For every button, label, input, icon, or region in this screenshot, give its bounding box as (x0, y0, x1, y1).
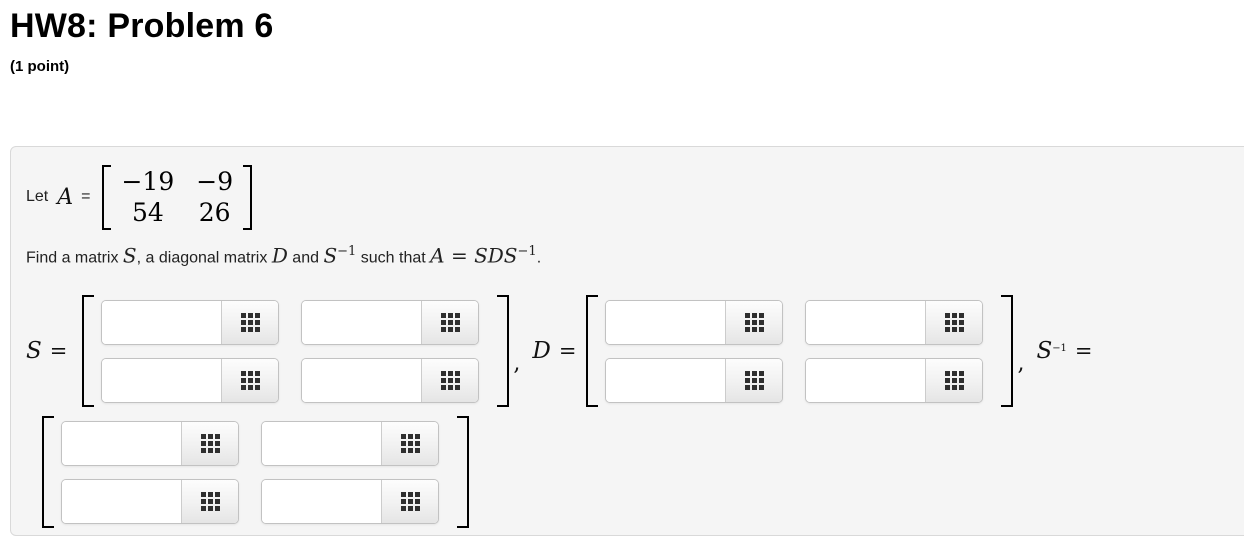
answer-cell (61, 478, 239, 524)
matrix-a-cell-1-2: −9 (196, 166, 234, 196)
answer-cell (805, 357, 984, 403)
math-d: D (532, 338, 551, 365)
d-entry-2-2-input[interactable] (806, 358, 926, 402)
grid-icon (944, 312, 964, 332)
math-d: D (271, 243, 288, 268)
s-inverse-entry-1-2-input[interactable] (262, 421, 381, 465)
grid-icon (200, 491, 220, 511)
answer-cell (301, 299, 480, 345)
s-entry-2-1-input[interactable] (102, 358, 222, 402)
statement-text: . (536, 249, 542, 267)
matrix-s-inverse-inputs (61, 420, 439, 524)
matrix-a-left-bracket (102, 164, 112, 230)
s-inverse-entry-2-1-input[interactable] (62, 479, 181, 523)
d-entry-1-1-input[interactable] (606, 300, 726, 344)
answer-row-1: S= , D= (26, 295, 1236, 408)
superscript: −1 (517, 244, 537, 260)
answer-cell (101, 299, 280, 345)
matrix-s-inputs (101, 299, 480, 403)
matrix-d-right-bracket (1001, 295, 1014, 408)
math-s: S (1036, 338, 1053, 365)
matrix-s-left-bracket (82, 295, 95, 408)
let-label: Let (26, 188, 49, 206)
matrix-a-line: Let A = −19 −9 54 26 (26, 159, 1236, 235)
matrix-a-cell-1-1: −19 (121, 166, 175, 196)
s-entry-2-2-input[interactable] (302, 358, 422, 402)
answer-cell (605, 357, 784, 403)
answer-row-2 (42, 416, 1236, 529)
matrix-s-inverse-label: S−1 = (1036, 338, 1092, 364)
answer-cell (605, 299, 784, 345)
matrix-a-grid: −19 −9 54 26 (111, 165, 243, 230)
matrix-s-inverse-right-bracket (457, 416, 469, 529)
math-s: S (122, 243, 137, 268)
matrix-d-inputs (605, 299, 984, 403)
grid-icon (440, 312, 460, 332)
grid-icon (200, 433, 220, 453)
answer-cell (261, 478, 439, 524)
math-s: S (26, 338, 42, 365)
equals-sign: = (1074, 339, 1093, 364)
equation-editor-button[interactable] (421, 358, 479, 402)
equation-editor-button[interactable] (381, 421, 438, 465)
statement-text: , a diagonal matrix (136, 249, 272, 267)
matrix-d-label: D= (532, 338, 576, 364)
equation-editor-button[interactable] (725, 300, 783, 344)
s-entry-1-2-input[interactable] (302, 300, 422, 344)
s-entry-1-1-input[interactable] (102, 300, 222, 344)
d-entry-2-1-input[interactable] (606, 358, 726, 402)
grid-icon (440, 370, 460, 390)
matrix-a: −19 −9 54 26 (102, 164, 253, 230)
page-title: HW8: Problem 6 (10, 7, 274, 45)
equation-editor-button[interactable] (181, 421, 238, 465)
grid-icon (240, 370, 260, 390)
matrix-d-left-bracket (586, 295, 599, 408)
header: HW8: Problem 6 (1 point) (0, 7, 1244, 75)
statement-text: such that (356, 249, 431, 267)
d-entry-1-2-input[interactable] (806, 300, 926, 344)
answer-cell (261, 420, 439, 466)
matrix-s-label: S= (26, 338, 67, 364)
problem-panel: Let A = −19 −9 54 26 Find a matrix S, a … (10, 146, 1244, 537)
s-inverse-entry-1-1-input[interactable] (62, 421, 181, 465)
equals-sign: = (49, 339, 68, 364)
answer-cell (61, 420, 239, 466)
comma: , (1017, 350, 1025, 376)
statement-text: Find a matrix (26, 249, 123, 267)
grid-icon (240, 312, 260, 332)
math-s-inverse: S (323, 243, 338, 268)
points-label: (1 point) (10, 58, 70, 76)
superscript: −1 (1052, 343, 1067, 355)
equals-sign: = (81, 188, 91, 206)
answer-cell (101, 357, 280, 403)
equation-editor-button[interactable] (181, 479, 238, 523)
equation-editor-button[interactable] (381, 479, 438, 523)
grid-icon (400, 433, 420, 453)
equation-editor-button[interactable] (925, 300, 983, 344)
equals-sign: = (558, 339, 577, 364)
grid-icon (400, 491, 420, 511)
equation-editor-button[interactable] (221, 358, 279, 402)
matrix-a-cell-2-1: 54 (131, 197, 164, 227)
matrix-s-inverse-left-bracket (42, 416, 54, 529)
problem-statement: Find a matrix S, a diagonal matrix D and… (26, 240, 1236, 271)
equation-editor-button[interactable] (421, 300, 479, 344)
equation-editor-button[interactable] (221, 300, 279, 344)
grid-icon (744, 370, 764, 390)
answer-cell (301, 357, 480, 403)
matrix-a-right-bracket (243, 164, 253, 230)
matrix-a-cell-2-2: 26 (198, 197, 231, 227)
superscript: −1 (337, 244, 357, 260)
matrix-s-right-bracket (497, 295, 510, 408)
grid-icon (744, 312, 764, 332)
equation-editor-button[interactable] (725, 358, 783, 402)
math-a-equals-sds: A = SDS (430, 243, 518, 268)
comma: , (513, 350, 521, 376)
statement-text: and (287, 249, 324, 267)
answer-cell (805, 299, 984, 345)
s-inverse-entry-2-2-input[interactable] (262, 479, 381, 523)
equation-editor-button[interactable] (925, 358, 983, 402)
matrix-a-symbol: A (57, 184, 74, 210)
grid-icon (944, 370, 964, 390)
